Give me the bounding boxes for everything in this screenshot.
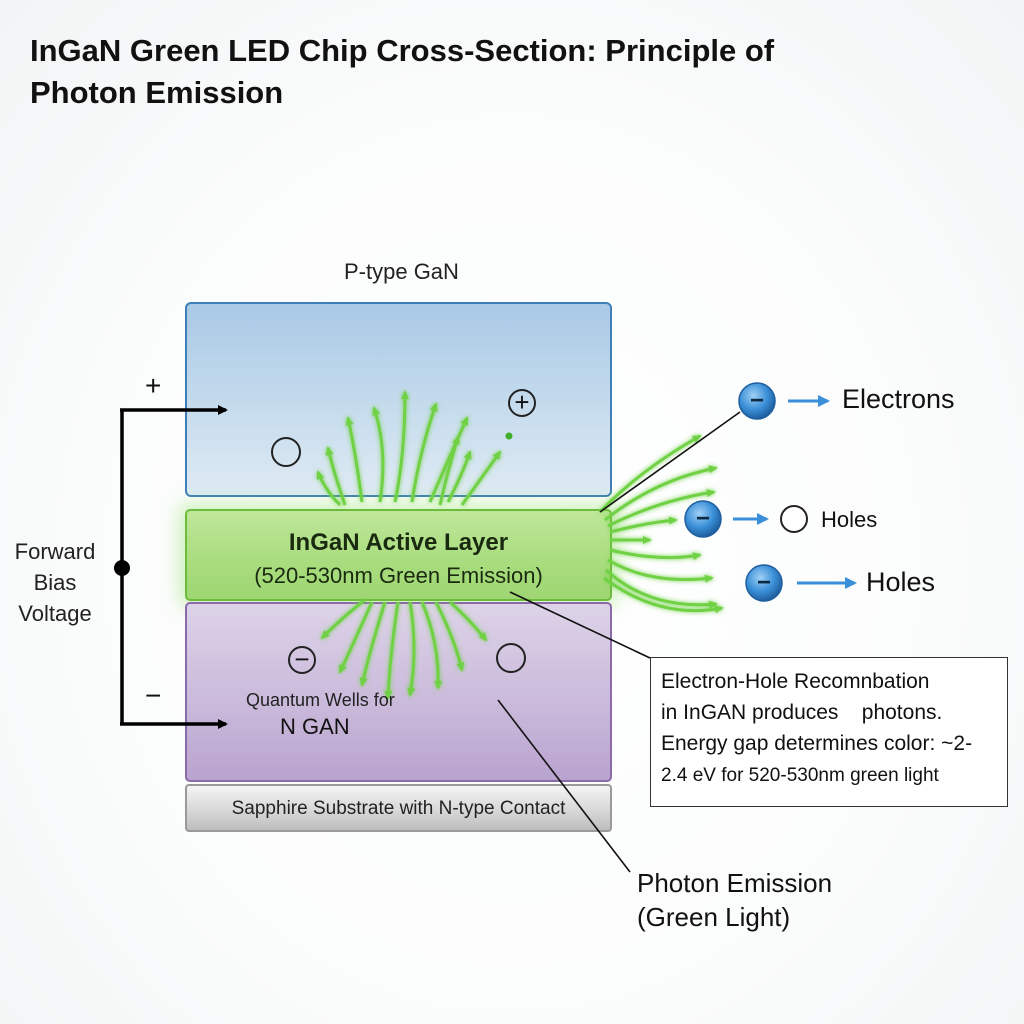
photon-arrow bbox=[325, 446, 347, 506]
hole-circle bbox=[271, 437, 301, 467]
photon-arrow bbox=[372, 406, 385, 503]
legend-graphics bbox=[684, 382, 857, 602]
forward-bias-line-3: Voltage bbox=[18, 601, 92, 626]
photon-arrow bbox=[448, 600, 488, 642]
photon-arrows-down bbox=[320, 598, 488, 700]
positive-charge-circle bbox=[508, 389, 536, 417]
active-layer-title: InGaN Active Layer bbox=[288, 529, 509, 556]
info-line-4: 2.4 eV for 520-530nm green light bbox=[661, 759, 997, 791]
holes-legend-label-1: Holes bbox=[821, 507, 878, 532]
ingan-active-layer bbox=[185, 509, 612, 601]
photon-arrow bbox=[407, 601, 416, 697]
electron-icon bbox=[684, 500, 722, 538]
quantum-wells-label: Quantum Wells for bbox=[246, 690, 395, 710]
photon-arrow bbox=[384, 601, 400, 700]
photon-emission-label: Photon Emission (Green Light) bbox=[637, 866, 832, 934]
photon-arrow bbox=[604, 568, 718, 609]
info-line-2: in InGAN produces photons. bbox=[661, 701, 943, 724]
photon-arrow bbox=[410, 402, 438, 503]
info-line-4-value: 2.4 bbox=[661, 765, 688, 786]
substrate-label: Sapphire Substrate with N-type Contact bbox=[231, 798, 566, 819]
photon-arrow bbox=[607, 489, 716, 528]
photon-arrows-up bbox=[316, 390, 502, 507]
leader-lines bbox=[497, 411, 741, 873]
p-type-label: P-type GaN bbox=[344, 259, 459, 284]
recombination-info-box: Electron-Hole Recomnbation in InGAN prod… bbox=[650, 657, 1008, 807]
electrons-legend-label: Electrons bbox=[842, 384, 955, 414]
photon-arrow bbox=[460, 450, 502, 506]
n-gan-label: N GAN bbox=[280, 714, 350, 739]
leader-line-info-box bbox=[509, 591, 651, 659]
photon-arrow bbox=[428, 416, 469, 503]
photon-emission-line-1: Photon Emission bbox=[637, 868, 833, 898]
info-line-1: Electron-Hole Recomnbation bbox=[661, 670, 930, 693]
info-line-3: Energy gap determines color: ~2- bbox=[661, 732, 973, 755]
electron-symbol: − bbox=[756, 569, 771, 596]
leader-line-photon-emission bbox=[497, 699, 631, 873]
forward-bias-label: Forward Bias Voltage bbox=[4, 536, 106, 629]
active-layer-subtitle: (520-530nm Green Emission) bbox=[254, 563, 543, 588]
photon-arrow bbox=[604, 465, 718, 522]
photon-arrow bbox=[434, 601, 465, 672]
plus-terminal-label: + bbox=[145, 370, 162, 401]
hole-circle bbox=[496, 643, 526, 673]
green-dot bbox=[505, 432, 513, 440]
photon-arrows-right bbox=[598, 434, 724, 614]
photon-arrow bbox=[420, 601, 443, 690]
photon-emission-line-2: (Green Light) bbox=[637, 902, 791, 932]
positive-charge-symbol: + bbox=[514, 387, 530, 417]
photon-arrow bbox=[609, 516, 678, 534]
minus-terminal-label: − bbox=[145, 680, 162, 711]
p-type-gan-layer bbox=[185, 302, 612, 497]
n-type-gan-layer bbox=[185, 602, 612, 782]
leader-line-electrons bbox=[599, 411, 741, 513]
photon-arrow bbox=[446, 450, 472, 503]
holes-legend-label-2: Holes bbox=[866, 567, 936, 597]
title-line-1: InGaN Green LED Chip Cross-Section: Prin… bbox=[30, 33, 775, 68]
sapphire-substrate bbox=[185, 784, 612, 832]
negative-charge-symbol: − bbox=[294, 644, 310, 674]
photon-arrow bbox=[316, 470, 342, 507]
photon-arrow bbox=[609, 548, 702, 561]
photon-arrow bbox=[393, 390, 409, 503]
electron-icon bbox=[745, 564, 783, 602]
photon-arrow bbox=[598, 434, 702, 514]
diagram-title: InGaN Green LED Chip Cross-Section: Prin… bbox=[30, 30, 930, 114]
photon-arrow bbox=[345, 416, 364, 503]
photon-arrow bbox=[607, 558, 714, 583]
photon-arrow bbox=[320, 598, 366, 640]
photon-arrow bbox=[603, 576, 724, 614]
electron-symbol: − bbox=[695, 505, 710, 532]
electron-symbol: − bbox=[749, 387, 764, 414]
forward-bias-line-1: Forward bbox=[14, 539, 96, 564]
negative-charge-circle bbox=[288, 646, 316, 674]
forward-bias-line-2: Bias bbox=[33, 570, 77, 595]
hole-icon bbox=[780, 505, 808, 533]
info-line-4-text: eV for 520-530nm green light bbox=[687, 765, 939, 786]
photon-arrow bbox=[338, 601, 374, 674]
photon-arrow bbox=[359, 601, 387, 687]
electron-icon bbox=[738, 382, 776, 420]
title-line-2: Photon Emission bbox=[30, 75, 284, 110]
circuit-node-dot bbox=[114, 560, 130, 576]
photon-arrow bbox=[438, 435, 460, 506]
